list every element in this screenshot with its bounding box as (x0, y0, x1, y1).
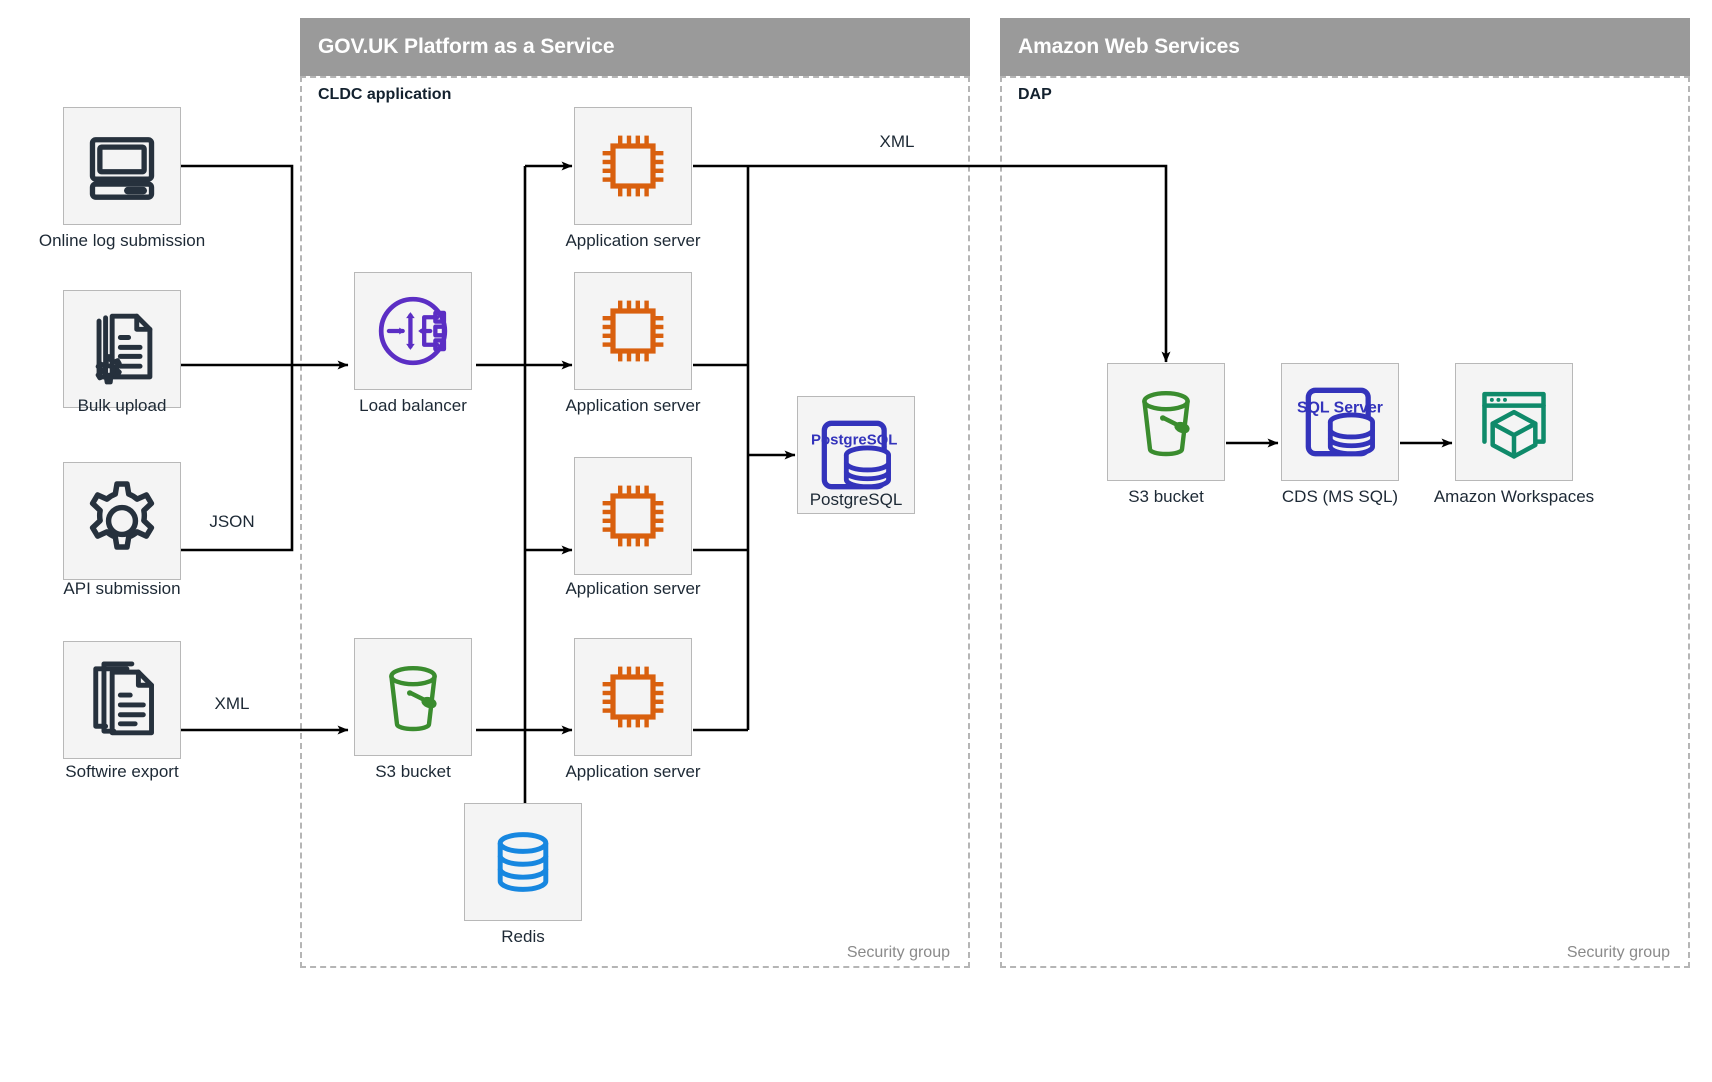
zone-header-paas: GOV.UK Platform as a Service (300, 18, 970, 76)
node-s3-bucket-aws[interactable] (1107, 363, 1225, 481)
node-label-application-server-4: Application server (565, 762, 701, 781)
svg-text:SQL Server: SQL Server (1297, 399, 1383, 416)
zone-sublabel-dap: DAP (1018, 86, 1052, 103)
redis-database-icon (485, 824, 561, 900)
node-label-application-server-2: Application server (565, 396, 701, 415)
node-bulk-upload[interactable] (63, 290, 181, 408)
s3-bucket-icon (373, 657, 453, 737)
edge-label-xml-softwire: XML (208, 694, 256, 714)
node-label-redis: Redis (501, 927, 545, 946)
node-label-softwire-export: Softwire export (65, 762, 179, 781)
cpu-chip-icon (593, 657, 673, 737)
node-load-balancer[interactable] (354, 272, 472, 390)
stacked-documents-icon (81, 659, 163, 741)
cpu-chip-icon (593, 126, 673, 206)
node-amazon-workspaces[interactable] (1455, 363, 1573, 481)
node-label-application-server-3: Application server (565, 579, 701, 598)
node-cds-ms-sql[interactable]: SQL Server (1281, 363, 1399, 481)
node-label-api-submission: API submission (63, 579, 181, 598)
node-online-log-submission[interactable] (63, 107, 181, 225)
node-label-s3-bucket-aws: S3 bucket (1128, 487, 1204, 506)
node-label-online-log-submission: Online log submission (38, 231, 206, 250)
node-postgresql[interactable]: PostgreSQL (797, 396, 915, 514)
postgresql-icon: PostgreSQL (812, 411, 900, 499)
node-application-server-4[interactable] (574, 638, 692, 756)
security-group-label-aws: Security group (1566, 944, 1670, 961)
security-group-box-paas (300, 76, 970, 968)
edge-label-json: JSON (203, 512, 261, 532)
node-label-application-server-1: Application server (565, 231, 701, 250)
sql-server-icon: SQL Server (1296, 378, 1384, 466)
node-api-submission[interactable] (63, 462, 181, 580)
gear-icon (80, 479, 164, 563)
desktop-computer-icon (81, 125, 163, 207)
zone-header-aws-title: Amazon Web Services (1018, 35, 1240, 58)
node-label-s3-bucket-paas: S3 bucket (375, 762, 451, 781)
document-gear-icon (81, 308, 163, 390)
cpu-chip-icon (593, 476, 673, 556)
edge-label-xml-to-aws: XML (873, 132, 921, 152)
node-label-postgresql: PostgreSQL (809, 490, 903, 509)
node-application-server-1[interactable] (574, 107, 692, 225)
node-label-bulk-upload: Bulk upload (77, 396, 167, 415)
security-group-box-aws (1000, 76, 1690, 968)
s3-bucket-icon (1126, 382, 1206, 462)
load-balancer-icon (370, 288, 456, 374)
security-group-label-paas: Security group (846, 944, 950, 961)
node-application-server-3[interactable] (574, 457, 692, 575)
node-application-server-2[interactable] (574, 272, 692, 390)
node-s3-bucket-paas[interactable] (354, 638, 472, 756)
node-label-load-balancer: Load balancer (359, 396, 467, 415)
node-softwire-export[interactable] (63, 641, 181, 759)
zone-header-aws: Amazon Web Services (1000, 18, 1690, 76)
amazon-workspaces-icon (1473, 381, 1555, 463)
cpu-chip-icon (593, 291, 673, 371)
node-label-cds-ms-sql: CDS (MS SQL) (1281, 487, 1399, 506)
node-redis[interactable] (464, 803, 582, 921)
node-label-amazon-workspaces: Amazon Workspaces (1433, 487, 1595, 506)
zone-header-paas-title: GOV.UK Platform as a Service (318, 35, 615, 58)
zone-sublabel-cldc: CLDC application (318, 86, 452, 103)
svg-text:PostgreSQL: PostgreSQL (812, 431, 897, 448)
